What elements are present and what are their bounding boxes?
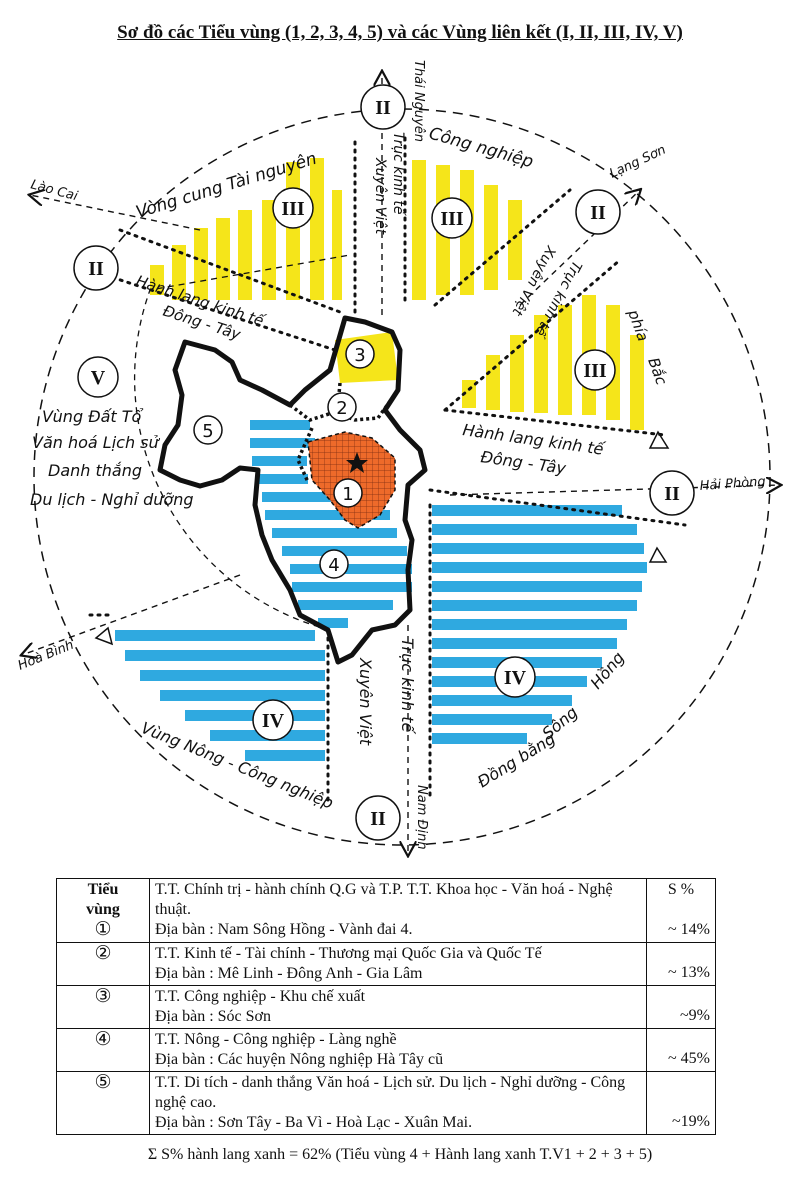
region-markers xyxy=(73,84,695,841)
direction-hai-phong: Hải Phòng xyxy=(699,474,766,494)
region-V-west: V xyxy=(91,367,106,389)
blue-bars-subregion-4 xyxy=(250,420,412,628)
legend-table: Tiểu vùng ① T.T. Chính trị - hành chính … xyxy=(56,878,716,1135)
legend-row-1: Tiểu vùng ① T.T. Chính trị - hành chính … xyxy=(56,878,716,943)
subregion-numbers: 1 2 3 4 5 xyxy=(202,345,365,576)
label-vung-dat-3: Danh thắng xyxy=(48,461,142,480)
legend-percent-value: ~ 14% xyxy=(668,921,710,938)
legend-percent-value: ~9% xyxy=(646,985,716,1029)
legend-line: Địa bàn : Sóc Sơn xyxy=(155,1008,272,1025)
legend-percent: S % ~ 14% xyxy=(646,878,716,943)
legend-description: T.T. Kinh tế - Tài chính - Thương mại Qu… xyxy=(149,942,647,986)
subregion-5-label: 5 xyxy=(202,421,213,442)
legend-row-5: ⑤ T.T. Di tích - danh thắng Văn hoá - Lị… xyxy=(56,1071,716,1135)
legend-line: T.T. Di tích - danh thắng Văn hoá - Lịch… xyxy=(155,1074,626,1111)
sector-boundaries xyxy=(88,136,687,802)
direction-thai-nguyen: Thái Nguyên xyxy=(411,60,426,142)
label-truc-north: Trục kinh tế xyxy=(390,132,407,217)
label-vung-dat-2: Văn hoá Lịch sử xyxy=(32,433,161,452)
legend-subregion-cell: Tiểu vùng ① xyxy=(56,878,150,943)
label-xuyen-viet-north: Xuyên Việt xyxy=(372,157,388,235)
region-III-north-right: III xyxy=(440,208,464,230)
legend-header-tieu: Tiểu xyxy=(87,881,119,898)
legend-row-3: ③ T.T. Công nghiệp - Khu chế xuất Địa bà… xyxy=(56,985,716,1029)
legend-header-s: S % xyxy=(667,881,695,898)
subregion-2-label: 2 xyxy=(336,398,347,419)
legend-description: T.T. Di tích - danh thắng Văn hoá - Lịch… xyxy=(149,1071,647,1135)
legend-description: T.T. Nông - Công nghiệp - Làng nghề Địa … xyxy=(149,1028,647,1072)
blue-bars-southeast xyxy=(432,505,647,744)
legend-percent-value: ~19% xyxy=(646,1071,716,1135)
direction-nam-dinh: Nam Định xyxy=(414,785,429,850)
label-phia: phía xyxy=(624,306,652,344)
legend-line: T.T. Nông - Công nghiệp - Làng nghề xyxy=(155,1031,397,1048)
region-II-north: II xyxy=(375,97,391,119)
label-bac: Bắc xyxy=(644,355,671,388)
legend-row-4: ④ T.T. Nông - Công nghiệp - Làng nghề Đị… xyxy=(56,1028,716,1072)
legend-line: Địa bàn : Nam Sông Hồng - Vành đai 4. xyxy=(155,921,413,938)
legend-line: T.T. Công nghiệp - Khu chế xuất xyxy=(155,988,366,1005)
subregion-diagram: 1 2 3 4 5 II II II II II III III III IV … xyxy=(16,60,800,870)
legend-symbol: ② xyxy=(56,942,150,986)
direction-hoa-binh: Hoà Bình xyxy=(16,638,76,674)
legend-symbol: ③ xyxy=(56,985,150,1029)
region-IV-southeast: IV xyxy=(504,667,527,689)
region-III-east: III xyxy=(583,360,607,382)
legend-line: Địa bàn : Mê Linh - Đông Anh - Gia Lâm xyxy=(155,965,423,982)
legend-symbol: ① xyxy=(94,919,112,940)
legend-row-2: ② T.T. Kinh tế - Tài chính - Thương mại … xyxy=(56,942,716,986)
hanoi-outline xyxy=(157,315,428,665)
region-II-northwest: II xyxy=(88,258,104,280)
legend-line: T.T. Chính trị - hành chính Q.G và T.P. … xyxy=(155,881,613,918)
triangle-markers xyxy=(94,430,670,646)
direction-lang-son: Lạng Sơn xyxy=(607,143,668,182)
page-title: Sơ đồ các Tiểu vùng (1, 2, 3, 4, 5) và c… xyxy=(117,22,683,43)
legend-symbol: ⑤ xyxy=(56,1071,150,1135)
legend-description: T.T. Công nghiệp - Khu chế xuất Địa bàn … xyxy=(149,985,647,1029)
legend-header-vung: vùng xyxy=(86,901,120,918)
label-vung-dat-4: Du lịch - Nghỉ dưỡng xyxy=(30,490,194,509)
subregion-4-label: 4 xyxy=(328,555,339,576)
capital-star-icon xyxy=(346,452,368,473)
subregion-3-label: 3 xyxy=(354,345,365,366)
subregion-1-label: 1 xyxy=(342,484,353,505)
legend-symbol: ④ xyxy=(56,1028,150,1072)
legend-line: Địa bàn : Sơn Tây - Ba Vì - Hoà Lạc - Xu… xyxy=(155,1114,473,1131)
region-II-east: II xyxy=(664,483,680,505)
label-song: Sông xyxy=(538,703,581,743)
legend-description: T.T. Chính trị - hành chính Q.G và T.P. … xyxy=(149,878,647,943)
region-II-northeast: II xyxy=(590,202,606,224)
label-xuyen-viet-south: Xuyên Việt xyxy=(356,657,375,746)
legend-line: T.T. Kinh tế - Tài chính - Thương mại Qu… xyxy=(155,945,542,962)
subregion-markers xyxy=(193,339,375,579)
blue-bars-southwest xyxy=(115,630,325,761)
legend-percent-value: ~ 45% xyxy=(646,1028,716,1072)
legend-line: Địa bàn : Các huyện Nông nghiệp Hà Tây c… xyxy=(155,1051,444,1068)
region-II-south: II xyxy=(370,808,386,830)
region-III-north-left: III xyxy=(281,198,305,220)
legend-percent-value: ~ 13% xyxy=(646,942,716,986)
inner-arc-west xyxy=(133,254,351,631)
label-vung-dat-1: Vùng Đất Tổ xyxy=(42,407,144,426)
label-hong: Hồng xyxy=(587,648,629,692)
label-truc-south: Trục kinh tế xyxy=(398,638,417,734)
summary-footer: Σ S% hành lang xanh = 62% (Tiểu vùng 4 +… xyxy=(147,1146,653,1163)
region-IV-southwest: IV xyxy=(262,710,285,732)
